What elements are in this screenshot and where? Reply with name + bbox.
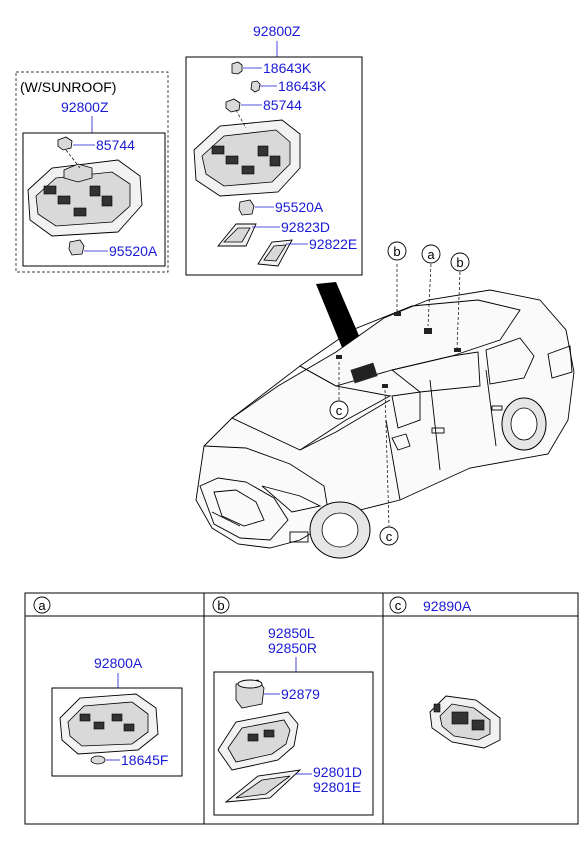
table-b-lamp-part — [217, 711, 299, 771]
callout-b-1: b — [393, 244, 400, 259]
callout-circle — [379, 526, 399, 546]
table-b-lens-part — [224, 769, 302, 803]
table-b-assembly-line-1: 92850L — [268, 625, 315, 641]
callout-circle — [421, 244, 441, 264]
sunroof-title: (W/SUNROOF) — [20, 79, 116, 95]
table-a-bulb-part — [90, 755, 106, 765]
main-part-18643K-a: 18643K — [263, 60, 312, 76]
main-part-92823D: 92823D — [281, 219, 330, 235]
table-b-lens-line-1: 92801D — [313, 764, 362, 780]
callout-a: a — [427, 247, 435, 262]
table-header-b: b — [217, 598, 224, 613]
main-part-18643K-b: 18643K — [278, 78, 327, 94]
lens-92822e — [257, 239, 293, 267]
callout-circle — [329, 400, 349, 420]
sunroof-part-85744: 85744 — [96, 137, 135, 153]
callout-c-1: c — [336, 403, 343, 418]
lamp-marker-b2 — [454, 348, 461, 352]
main-clip-part — [225, 98, 241, 113]
lens-92823d — [217, 223, 257, 247]
car-illustration — [195, 263, 575, 559]
callout-circle — [387, 241, 407, 261]
main-part-95520A: 95520A — [275, 199, 324, 215]
parts-table: a b c 92890A 92800A 18645F 92850L 92850R — [24, 592, 579, 825]
sunroof-lamp-part — [27, 149, 143, 237]
table-b-assembly-line-2: 92850R — [268, 640, 317, 656]
main-assembly-number: 92800Z — [253, 23, 301, 39]
sunroof-bulb-part — [68, 239, 85, 256]
sunroof-group: (W/SUNROOF) 92800Z 85744 95520A — [15, 71, 169, 273]
main-parts-box — [185, 56, 363, 276]
main-part-85744: 85744 — [263, 97, 302, 113]
table-c-lamp-part — [429, 695, 501, 749]
main-part-92822E: 92822E — [309, 236, 357, 252]
table-header-a: a — [38, 598, 46, 613]
main-console-part — [193, 109, 301, 197]
callout-circle — [450, 252, 470, 272]
lamp-marker-a — [424, 328, 432, 334]
lamp-marker-b1 — [394, 312, 401, 316]
table-b-lens-line-2: 92801E — [313, 779, 361, 795]
bulb-18643k-a — [231, 61, 243, 75]
sunroof-assembly-number: 92800Z — [61, 99, 109, 115]
lamp-marker-c1 — [336, 355, 342, 359]
main-bulb-part — [238, 199, 255, 216]
table-a-assembly: 92800A — [94, 655, 143, 671]
table-b-socket-part — [235, 679, 265, 709]
table-header-c: c — [395, 598, 402, 613]
main-group: 92800Z 18643K 18643K 85744 — [185, 23, 363, 276]
sunroof-part-95520A: 95520A — [109, 243, 158, 259]
lamp-marker-c2 — [382, 384, 388, 388]
bulb-18643k-b — [250, 80, 261, 93]
sunroof-clip-part — [57, 136, 73, 151]
callout-c-2: c — [386, 529, 393, 544]
callout-b-2: b — [456, 255, 463, 270]
sunroof-dashed-frame — [15, 71, 169, 273]
car-callouts: b a b c c — [329, 241, 470, 546]
table-a-lamp-part — [59, 693, 159, 755]
table-b-part-92879: 92879 — [281, 686, 320, 702]
console-lamp-marker — [350, 362, 378, 384]
sunroof-parts-box — [22, 132, 166, 267]
table-c-assembly: 92890A — [423, 598, 472, 614]
table-a-part-18645F: 18645F — [121, 752, 168, 768]
